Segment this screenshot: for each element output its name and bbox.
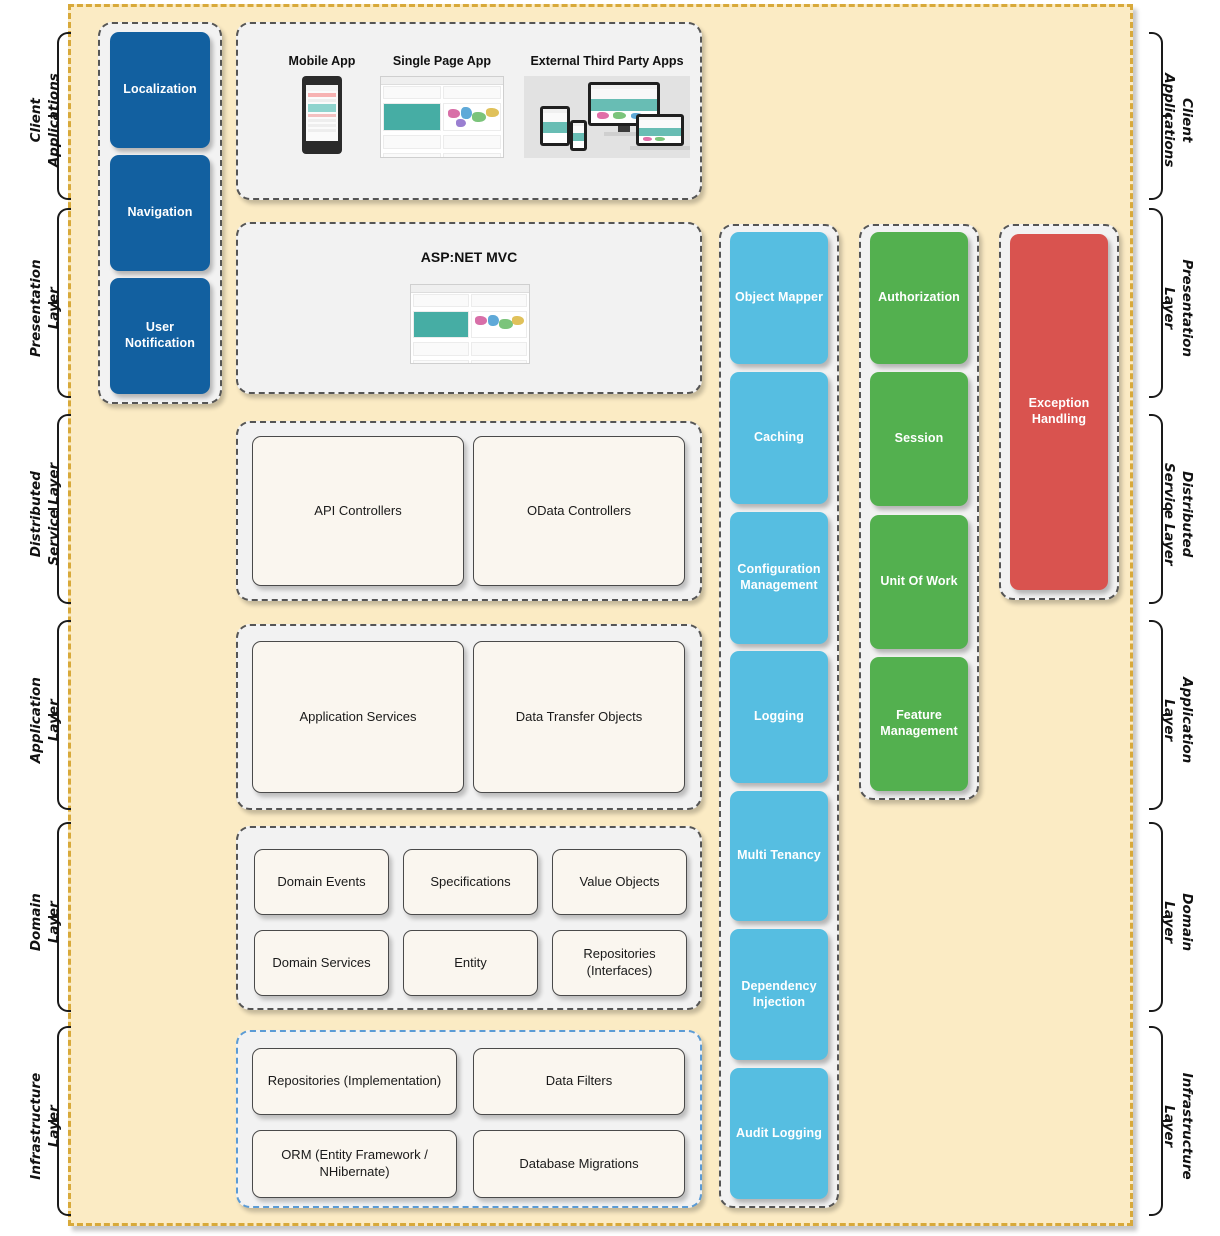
card-unit-of-work[interactable]: Unit Of Work bbox=[870, 515, 968, 649]
laptop-base bbox=[630, 146, 690, 150]
left-bracket-presentation-layer bbox=[57, 208, 71, 398]
browser-dashboard-mockup-icon-spa bbox=[380, 76, 504, 158]
mobile-phone-mockup-icon bbox=[302, 76, 342, 154]
right-bracket-nub-0 bbox=[1162, 115, 1171, 117]
box-application-services[interactable]: Application Services bbox=[252, 641, 464, 793]
box-api-controllers[interactable]: API Controllers bbox=[252, 436, 464, 586]
presentation-title: ASP:NET MVC bbox=[420, 249, 518, 265]
box-repositories-implementation[interactable]: Repositories (Implementation) bbox=[252, 1048, 457, 1115]
left-bracket-application-layer bbox=[57, 620, 71, 810]
card-navigation[interactable]: Navigation bbox=[110, 155, 210, 271]
left-bracket-infrastructure-layer bbox=[57, 1026, 71, 1216]
card-multi-tenancy[interactable]: Multi Tenancy bbox=[730, 791, 828, 921]
device-laptop bbox=[636, 114, 684, 146]
box-specifications[interactable]: Specifications bbox=[403, 849, 538, 915]
card-caching[interactable]: Caching bbox=[730, 372, 828, 504]
box-orm[interactable]: ORM (Entity Framework /NHibernate) bbox=[252, 1130, 457, 1198]
card-authorization[interactable]: Authorization bbox=[870, 232, 968, 364]
card-audit-logging[interactable]: Audit Logging bbox=[730, 1068, 828, 1199]
card-object-mapper[interactable]: Object Mapper bbox=[730, 232, 828, 364]
multi-device-mockup-icon bbox=[524, 76, 690, 158]
device-phone bbox=[570, 120, 587, 151]
box-database-migrations[interactable]: Database Migrations bbox=[473, 1130, 685, 1198]
left-bracket-nub-5 bbox=[48, 1120, 57, 1122]
right-bracket-nub-5 bbox=[1162, 1120, 1171, 1122]
box-odata-controllers[interactable]: OData Controllers bbox=[473, 436, 685, 586]
box-data-filters[interactable]: Data Filters bbox=[473, 1048, 685, 1115]
monitor-stand bbox=[618, 126, 630, 133]
left-bracket-nub-2 bbox=[48, 508, 57, 510]
monitor-base bbox=[604, 132, 644, 136]
box-entity[interactable]: Entity bbox=[403, 930, 538, 996]
right-bracket-nub-2 bbox=[1162, 508, 1171, 510]
left-bracket-nub-4 bbox=[48, 916, 57, 918]
card-logging[interactable]: Logging bbox=[730, 651, 828, 783]
right-bracket-nub-3 bbox=[1162, 714, 1171, 716]
left-bracket-nub-1 bbox=[48, 302, 57, 304]
browser-dashboard-mockup-icon-mvc bbox=[410, 284, 530, 364]
card-localization[interactable]: Localization bbox=[110, 32, 210, 148]
client-app-caption-single-page-app: Single Page App bbox=[392, 54, 492, 68]
right-bracket-nub-1 bbox=[1162, 302, 1171, 304]
left-bracket-client-applications bbox=[57, 32, 71, 200]
left-bracket-nub-0 bbox=[48, 115, 57, 117]
box-domain-services[interactable]: Domain Services bbox=[254, 930, 389, 996]
box-data-transfer-objects[interactable]: Data Transfer Objects bbox=[473, 641, 685, 793]
right-bracket-nub-4 bbox=[1162, 916, 1171, 918]
left-bracket-nub-3 bbox=[48, 714, 57, 716]
box-repositories-interfaces[interactable]: Repositories(Interfaces) bbox=[552, 930, 687, 996]
client-app-caption-external-third-party-apps: External Third Party Apps bbox=[530, 54, 684, 68]
box-value-objects[interactable]: Value Objects bbox=[552, 849, 687, 915]
left-bracket-distributed-service-layer bbox=[57, 414, 71, 604]
left-bracket-domain-layer bbox=[57, 822, 71, 1012]
device-tablet bbox=[540, 106, 570, 146]
box-domain-events[interactable]: Domain Events bbox=[254, 849, 389, 915]
client-app-caption-mobile-app: Mobile App bbox=[288, 54, 356, 68]
card-session[interactable]: Session bbox=[870, 372, 968, 506]
